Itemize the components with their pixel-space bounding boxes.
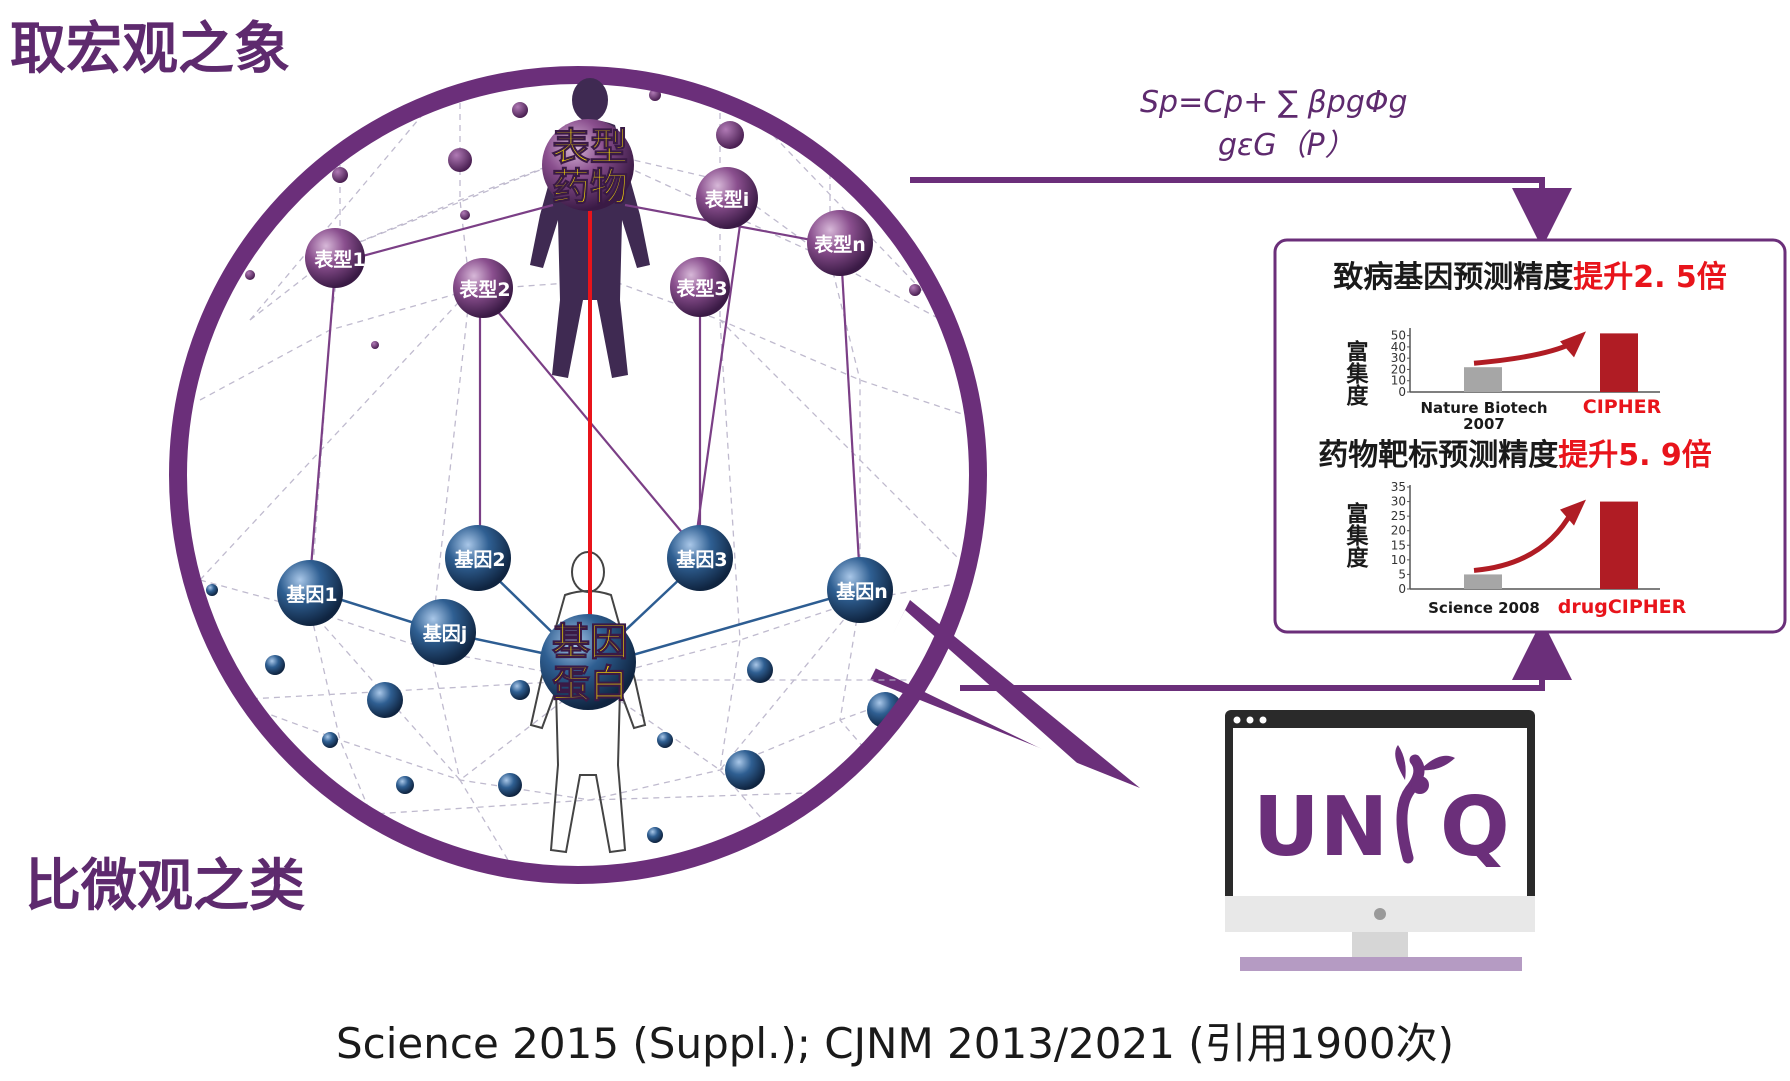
category-label: CIPHER <box>1583 396 1662 418</box>
gene-label-j: 基因j <box>422 622 468 645</box>
heading-micro: 比微观之类 <box>25 854 305 919</box>
result2-ylabel: 富集度 <box>1343 501 1370 569</box>
gene-label-3: 基因3 <box>675 548 727 571</box>
y-tick-label: 25 <box>1391 509 1406 523</box>
gene-nodes <box>277 525 893 710</box>
formula-line2: gεG（P） <box>1218 128 1355 163</box>
increase-arrow-head <box>1560 499 1586 526</box>
monitor <box>1225 710 1535 971</box>
result1-title-red: 提升2. 5倍 <box>1573 260 1727 295</box>
center-bottom-line2: 蛋白 <box>552 662 628 706</box>
phenotype-label-i: 表型i <box>705 188 750 211</box>
gene-label-2: 基因2 <box>453 548 505 571</box>
logo-text-left: UN <box>1253 780 1388 875</box>
logo-text-right: Q <box>1440 780 1510 875</box>
increase-arrow <box>1473 510 1575 573</box>
y-tick-label: 5 <box>1398 567 1406 581</box>
phenotype-nodes <box>305 119 873 318</box>
phenotype-label-2: 表型2 <box>459 278 510 301</box>
phenotype-label-1: 表型1 <box>314 248 365 271</box>
y-tick-label: 0 <box>1398 385 1406 399</box>
result1-ylabel: 富集度 <box>1343 339 1370 407</box>
y-tick-label: 20 <box>1391 362 1406 376</box>
center-bottom-line1: 基因 <box>552 620 628 664</box>
heading-macro: 取宏观之象 <box>10 17 290 82</box>
y-tick-label: 15 <box>1391 538 1406 552</box>
category-label: 2007 <box>1463 415 1505 433</box>
macro-micro-ring <box>169 66 987 884</box>
result2-title-black: 药物靶标预测精度 <box>1318 438 1558 473</box>
y-tick-label: 35 <box>1391 480 1406 494</box>
category-label: Science 2008 <box>1428 599 1540 617</box>
category-label: drugCIPHER <box>1558 596 1687 618</box>
y-tick-label: 50 <box>1391 329 1406 343</box>
bar-0 <box>1464 574 1502 589</box>
result2-title-red: 提升5. 9倍 <box>1558 438 1712 473</box>
gene-label-n: 基因n <box>835 580 888 603</box>
y-tick-label: 20 <box>1391 524 1406 538</box>
formula-line1: Sp=Cp+ ∑ βpgΦg <box>1140 85 1408 120</box>
arrow-top-connector <box>910 177 1572 248</box>
center-labels: 表型 药物 基因 蛋白 <box>551 125 628 707</box>
center-top-line2: 药物 <box>552 165 628 209</box>
y-tick-label: 10 <box>1391 374 1406 388</box>
y-tick-label: 30 <box>1391 351 1406 365</box>
phenotype-label-3: 表型3 <box>676 277 727 300</box>
y-tick-label: 10 <box>1391 553 1406 567</box>
logo-person-icon <box>1395 745 1455 864</box>
decorative-cells-blue <box>206 561 973 843</box>
arrow-bottom-connector <box>960 620 1572 691</box>
citation-caption: Science 2015 (Suppl.); CJNM 2013/2021 (引… <box>336 1019 1454 1068</box>
gene-label-1: 基因1 <box>285 583 337 606</box>
result2-title: 药物靶标预测精度提升5. 9倍 <box>1318 438 1712 473</box>
category-label: Nature Biotech <box>1420 399 1547 417</box>
bar-1 <box>1600 333 1638 392</box>
y-tick-label: 40 <box>1391 340 1406 354</box>
bar-0 <box>1464 367 1502 392</box>
phenotype-label-n: 表型n <box>814 233 866 256</box>
increase-arrow-head <box>1560 331 1586 358</box>
bar-1 <box>1600 501 1638 589</box>
y-tick-label: 0 <box>1398 582 1406 596</box>
result1-title: 致病基因预测精度提升2. 5倍 <box>1333 260 1727 295</box>
center-top-line1: 表型 <box>552 125 628 169</box>
results-panel <box>1273 238 1787 634</box>
result1-title-black: 致病基因预测精度 <box>1333 260 1573 295</box>
node-labels: 表型1 表型2 表型i 表型3 表型n 基因1 基因2 基因j 基因3 基因n <box>285 188 887 645</box>
y-tick-label: 30 <box>1391 495 1406 509</box>
